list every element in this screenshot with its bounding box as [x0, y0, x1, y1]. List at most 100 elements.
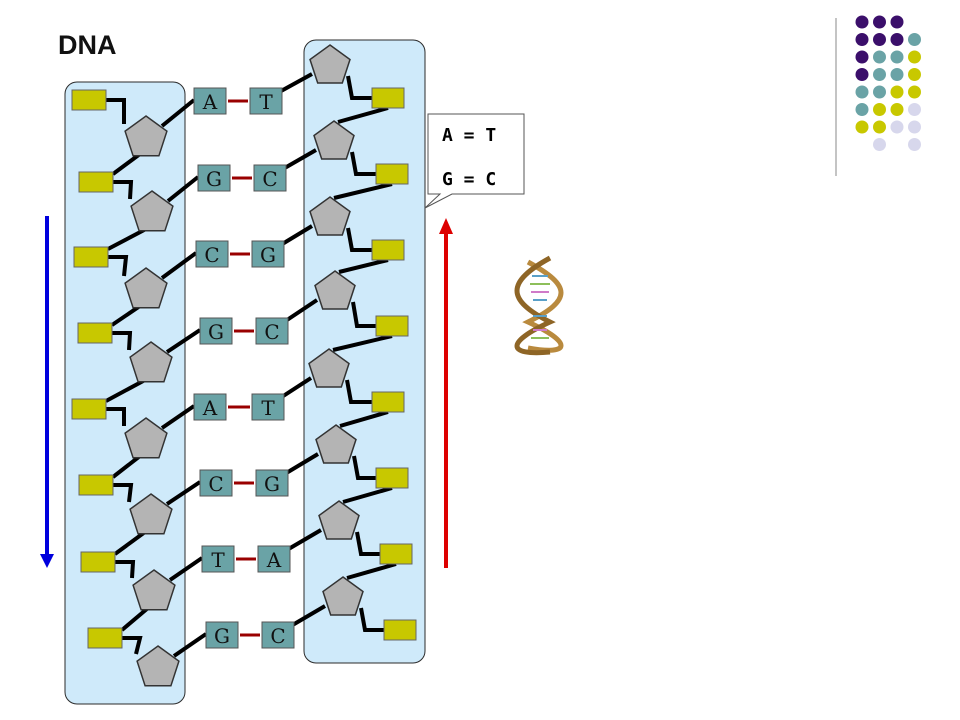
right-backbone-link — [352, 455, 376, 480]
right-sugar — [313, 120, 355, 160]
left-backbone-link — [113, 483, 134, 503]
decor-dot — [908, 50, 921, 64]
left-sugar — [130, 190, 174, 232]
decor-dot — [908, 68, 921, 81]
right-backbone-link — [350, 151, 376, 176]
right-sugar — [309, 44, 351, 84]
decor-dot-grid — [855, 15, 921, 151]
right-base — [261, 621, 295, 649]
left-base-letter: T — [211, 548, 225, 572]
left-sugar-base-link — [165, 328, 202, 354]
decor-dot — [908, 120, 921, 134]
decor-dot — [873, 85, 886, 99]
right-sugar — [318, 500, 360, 540]
decor-dot — [855, 68, 869, 81]
right-base — [251, 240, 285, 268]
decor-dot — [890, 33, 904, 46]
right-backbone-link — [359, 607, 384, 632]
callout-box — [424, 113, 525, 209]
left-sugar-base-link — [165, 480, 202, 506]
right-backbone-link — [346, 75, 372, 100]
decor-dot — [890, 85, 904, 99]
right-strand-link — [342, 486, 393, 504]
left-strand-link — [105, 378, 146, 403]
down-arrow — [40, 216, 54, 568]
right-sugar — [314, 270, 356, 310]
left-phosphate — [71, 89, 107, 111]
right-strand-link — [337, 106, 389, 124]
decor-dot — [873, 15, 886, 29]
left-base-letter: G — [208, 320, 224, 344]
left-backbone-link — [106, 407, 126, 426]
left-sugar — [136, 645, 180, 687]
right-sugar — [315, 424, 357, 464]
left-sugar — [129, 341, 173, 383]
decor-dot — [855, 33, 869, 46]
right-strand-link — [338, 258, 389, 274]
left-base — [201, 545, 235, 573]
left-strand-link — [111, 454, 142, 479]
left-phosphate — [71, 398, 107, 420]
left-base — [193, 87, 227, 115]
left-phosphate — [78, 171, 114, 193]
right-base-letter: C — [270, 624, 285, 648]
right-backbone-link — [345, 379, 372, 404]
right-phosphate — [375, 315, 409, 337]
right-phosphate — [379, 543, 413, 565]
right-base — [249, 87, 283, 115]
dna-helix-icon — [514, 255, 564, 356]
rule-g-c: G = C — [442, 169, 497, 190]
left-base — [199, 317, 233, 345]
decor-dot — [890, 50, 904, 64]
left-base — [195, 240, 229, 268]
left-sugar — [124, 267, 168, 309]
decor-dot — [908, 103, 921, 116]
decor-dot — [855, 85, 869, 99]
right-base-letter: G — [260, 243, 276, 267]
left-base-letter: G — [206, 167, 222, 191]
left-backbone-link — [112, 331, 133, 351]
left-phosphate — [73, 246, 109, 268]
left-base — [197, 164, 231, 192]
decor-dot — [908, 138, 921, 151]
decor-dot — [908, 33, 921, 46]
right-base — [253, 164, 287, 192]
decor-dot — [855, 15, 869, 29]
right-backbone-link — [355, 531, 380, 556]
right-phosphate — [371, 239, 405, 261]
right-sugar — [308, 348, 350, 388]
left-phosphate — [77, 322, 113, 344]
right-base-letter: T — [259, 90, 273, 114]
left-sugar — [132, 569, 176, 611]
decor-dot — [908, 85, 921, 99]
left-backbone-link — [108, 255, 129, 277]
decor-dot — [855, 120, 869, 134]
left-base — [199, 469, 233, 497]
left-base-letter: A — [202, 90, 218, 114]
left-base-letter: G — [214, 624, 230, 648]
right-base — [257, 545, 291, 573]
right-strand-link — [339, 410, 389, 428]
slide-title: DNA — [58, 30, 117, 60]
decor-dot — [873, 103, 886, 116]
right-base — [255, 317, 289, 345]
left-backbone-link — [122, 636, 143, 655]
rule-a-t: A = T — [442, 125, 497, 146]
right-strand-link — [332, 334, 393, 352]
decor-dot — [873, 138, 886, 151]
backbone-layer — [105, 72, 397, 658]
right-phosphate — [375, 467, 409, 489]
left-sugar-base-link — [168, 556, 204, 582]
right-base-letter: C — [264, 320, 279, 344]
left-base — [205, 621, 239, 649]
decor-dot — [855, 103, 869, 116]
left-strand-link — [120, 606, 150, 632]
decor-dot — [873, 68, 886, 81]
decor-dot — [873, 33, 886, 46]
right-sugar — [309, 196, 351, 236]
left-phosphate — [80, 551, 116, 573]
left-base-letter: C — [204, 243, 219, 267]
right-backbone-link — [351, 301, 376, 328]
left-base-letter: C — [208, 472, 223, 496]
